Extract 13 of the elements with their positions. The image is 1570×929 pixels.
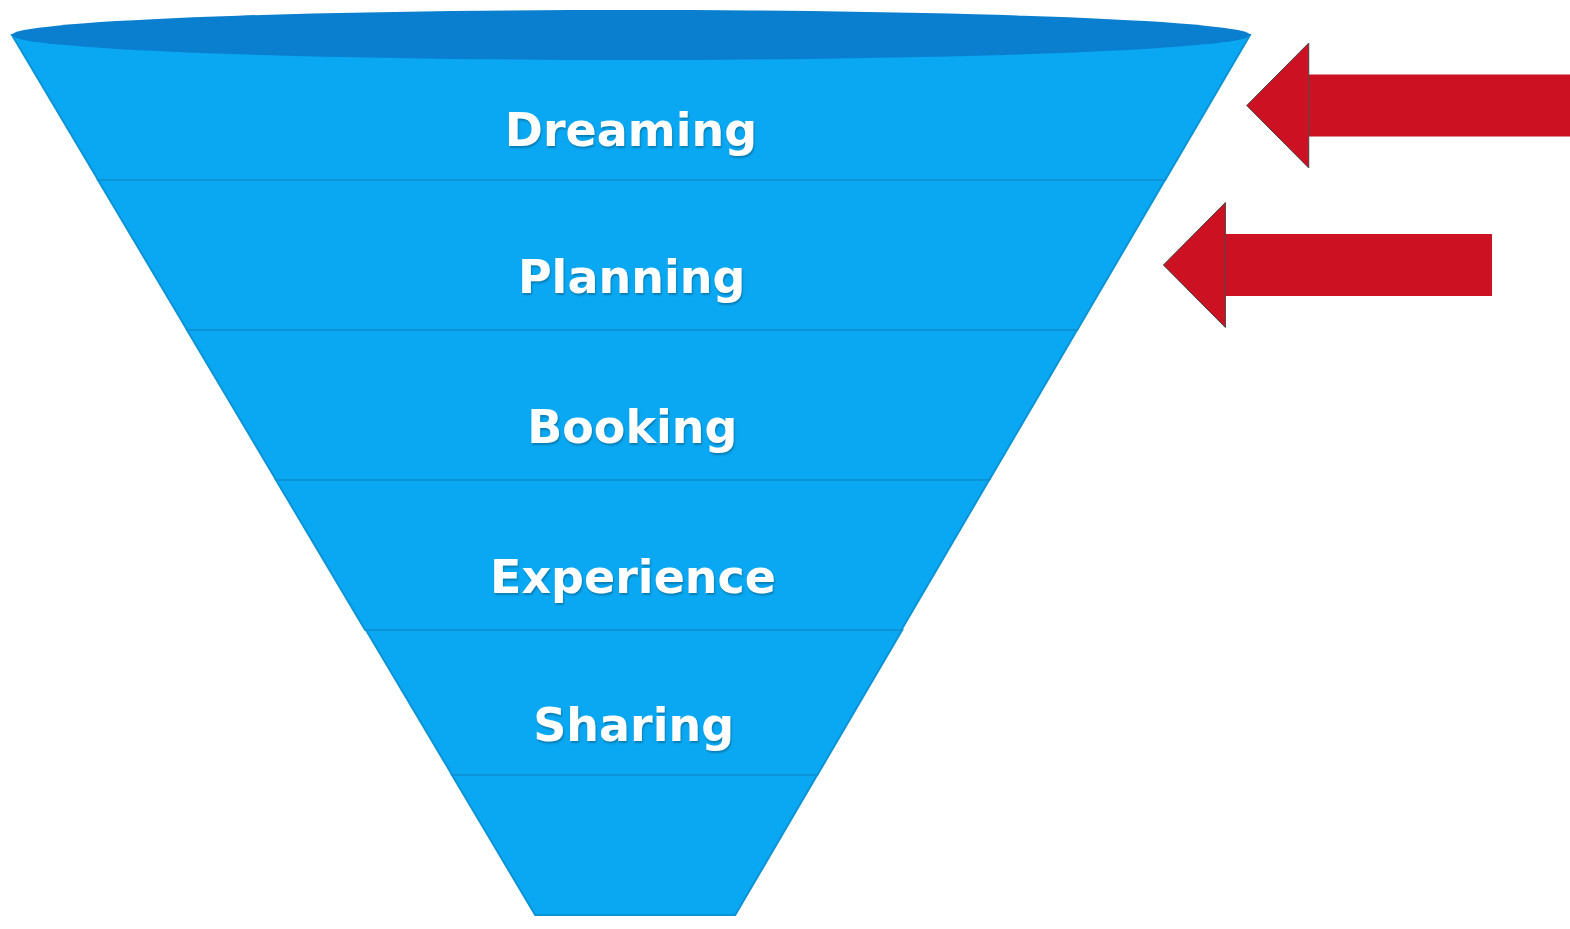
funnel-stage xyxy=(365,630,902,775)
funnel-stage xyxy=(12,10,1250,180)
block-arrow xyxy=(1246,42,1570,169)
funnel-stage xyxy=(187,330,1078,480)
stage-label: Booking xyxy=(526,400,739,454)
stage-label: Sharing xyxy=(532,697,736,752)
funnel-stage xyxy=(98,180,1166,330)
stage-label: Planning xyxy=(516,250,747,304)
funnel-band xyxy=(451,775,817,915)
funnel-stage xyxy=(276,480,990,630)
stage-label: Dreaming xyxy=(503,102,759,157)
stage-label: Experience xyxy=(488,550,778,604)
block-arrow xyxy=(1162,202,1492,328)
